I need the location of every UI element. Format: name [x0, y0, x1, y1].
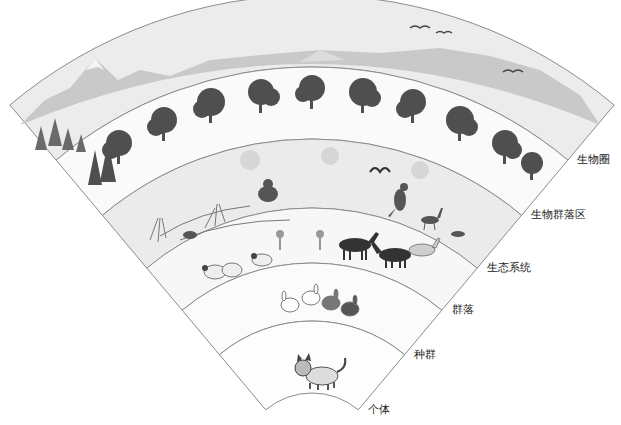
- forest-trees: [361, 99, 364, 113]
- flying-birds: [503, 70, 523, 72]
- flying-birds: [410, 26, 430, 28]
- grassland-scene: [370, 168, 390, 172]
- community-animals: [202, 230, 440, 279]
- community-animals: [386, 260, 405, 268]
- grassland-scene: [321, 147, 339, 165]
- conifer-trees: [35, 126, 47, 150]
- cat-individual: [310, 382, 334, 390]
- rabbit-population: [353, 295, 357, 305]
- forest-trees: [504, 141, 522, 159]
- forest-trees: [88, 150, 102, 185]
- community-animals: [276, 230, 284, 238]
- forest-trees: [295, 86, 311, 102]
- rabbit-population: [314, 284, 318, 294]
- community-animals: [202, 265, 208, 271]
- grassland-scene: [240, 147, 429, 179]
- forest-trees: [88, 75, 543, 185]
- grassland-scene: [400, 183, 408, 191]
- mountain-range: [300, 50, 345, 62]
- forest-trees: [209, 109, 212, 123]
- forest-trees: [363, 89, 381, 107]
- community-animals: [371, 242, 382, 254]
- grassland-scene: [421, 216, 439, 224]
- community-animals: [409, 238, 440, 256]
- community-animals: [344, 250, 366, 260]
- community-animals: [251, 253, 257, 259]
- cat-individual: [337, 358, 345, 372]
- community-animals: [222, 263, 242, 277]
- forest-trees: [162, 127, 165, 141]
- cat-individual: [295, 360, 311, 376]
- community-animals: [339, 238, 371, 252]
- grassland-scene: [183, 231, 197, 239]
- grassland-scene: [240, 150, 260, 170]
- forest-trees: [117, 150, 120, 164]
- forest-trees: [193, 100, 211, 118]
- level-label: 生物圈: [577, 153, 610, 166]
- level-label: 群落: [452, 303, 474, 316]
- community-animals: [379, 248, 411, 262]
- cat-individual: [295, 353, 345, 390]
- conifer-trees: [35, 118, 86, 152]
- mountain-range: [20, 48, 600, 125]
- grassland-scene: [150, 204, 225, 242]
- mountain-range: [20, 48, 600, 125]
- community-animals: [316, 230, 324, 238]
- community-animals: [202, 253, 257, 271]
- forest-trees: [259, 99, 262, 113]
- grassland-scene: [388, 208, 396, 217]
- grassland-scene: [424, 223, 435, 230]
- community-animals: [252, 254, 272, 266]
- flying-birds: [436, 32, 452, 34]
- grassland-scene: [160, 206, 290, 240]
- cat-individual: [297, 353, 311, 362]
- band-shape: [147, 208, 477, 310]
- conifer-trees: [76, 134, 86, 152]
- grassland-scene: [263, 179, 273, 189]
- forest-trees: [310, 95, 313, 109]
- mountain-range: [86, 58, 104, 70]
- rabbit-population: [282, 291, 286, 301]
- grassland-scene: [411, 161, 429, 179]
- community-animals: [409, 244, 435, 256]
- forest-trees: [530, 168, 533, 180]
- grassland-scene: [150, 147, 465, 242]
- community-animals: [339, 232, 411, 268]
- grassland-scene: [150, 204, 290, 242]
- forest-trees: [460, 118, 478, 136]
- conifer-trees: [62, 128, 74, 150]
- community-animals: [432, 238, 440, 248]
- grassland-scene: [437, 208, 443, 218]
- rabbit-population: [334, 289, 338, 299]
- conifer-trees: [48, 118, 62, 146]
- community-animals: [276, 230, 324, 238]
- forest-trees: [503, 150, 506, 164]
- forest-trees: [262, 88, 280, 106]
- forest-trees: [411, 109, 414, 123]
- flying-birds: [410, 26, 523, 72]
- grassland-scene: [183, 179, 465, 239]
- community-animals: [280, 236, 320, 250]
- rabbit-population: [281, 284, 359, 316]
- community-animals: [204, 254, 272, 279]
- grassland-scene: [394, 189, 406, 211]
- level-label: 种群: [414, 348, 436, 361]
- community-animals: [368, 232, 379, 244]
- level-label: 生物群落区: [531, 208, 586, 221]
- grassland-scene: [451, 231, 465, 237]
- level-label: 生态系统: [487, 261, 531, 274]
- community-animals: [280, 236, 320, 250]
- band-shape: [219, 321, 404, 410]
- level-label: 个体: [368, 403, 390, 416]
- forest-trees: [458, 127, 461, 141]
